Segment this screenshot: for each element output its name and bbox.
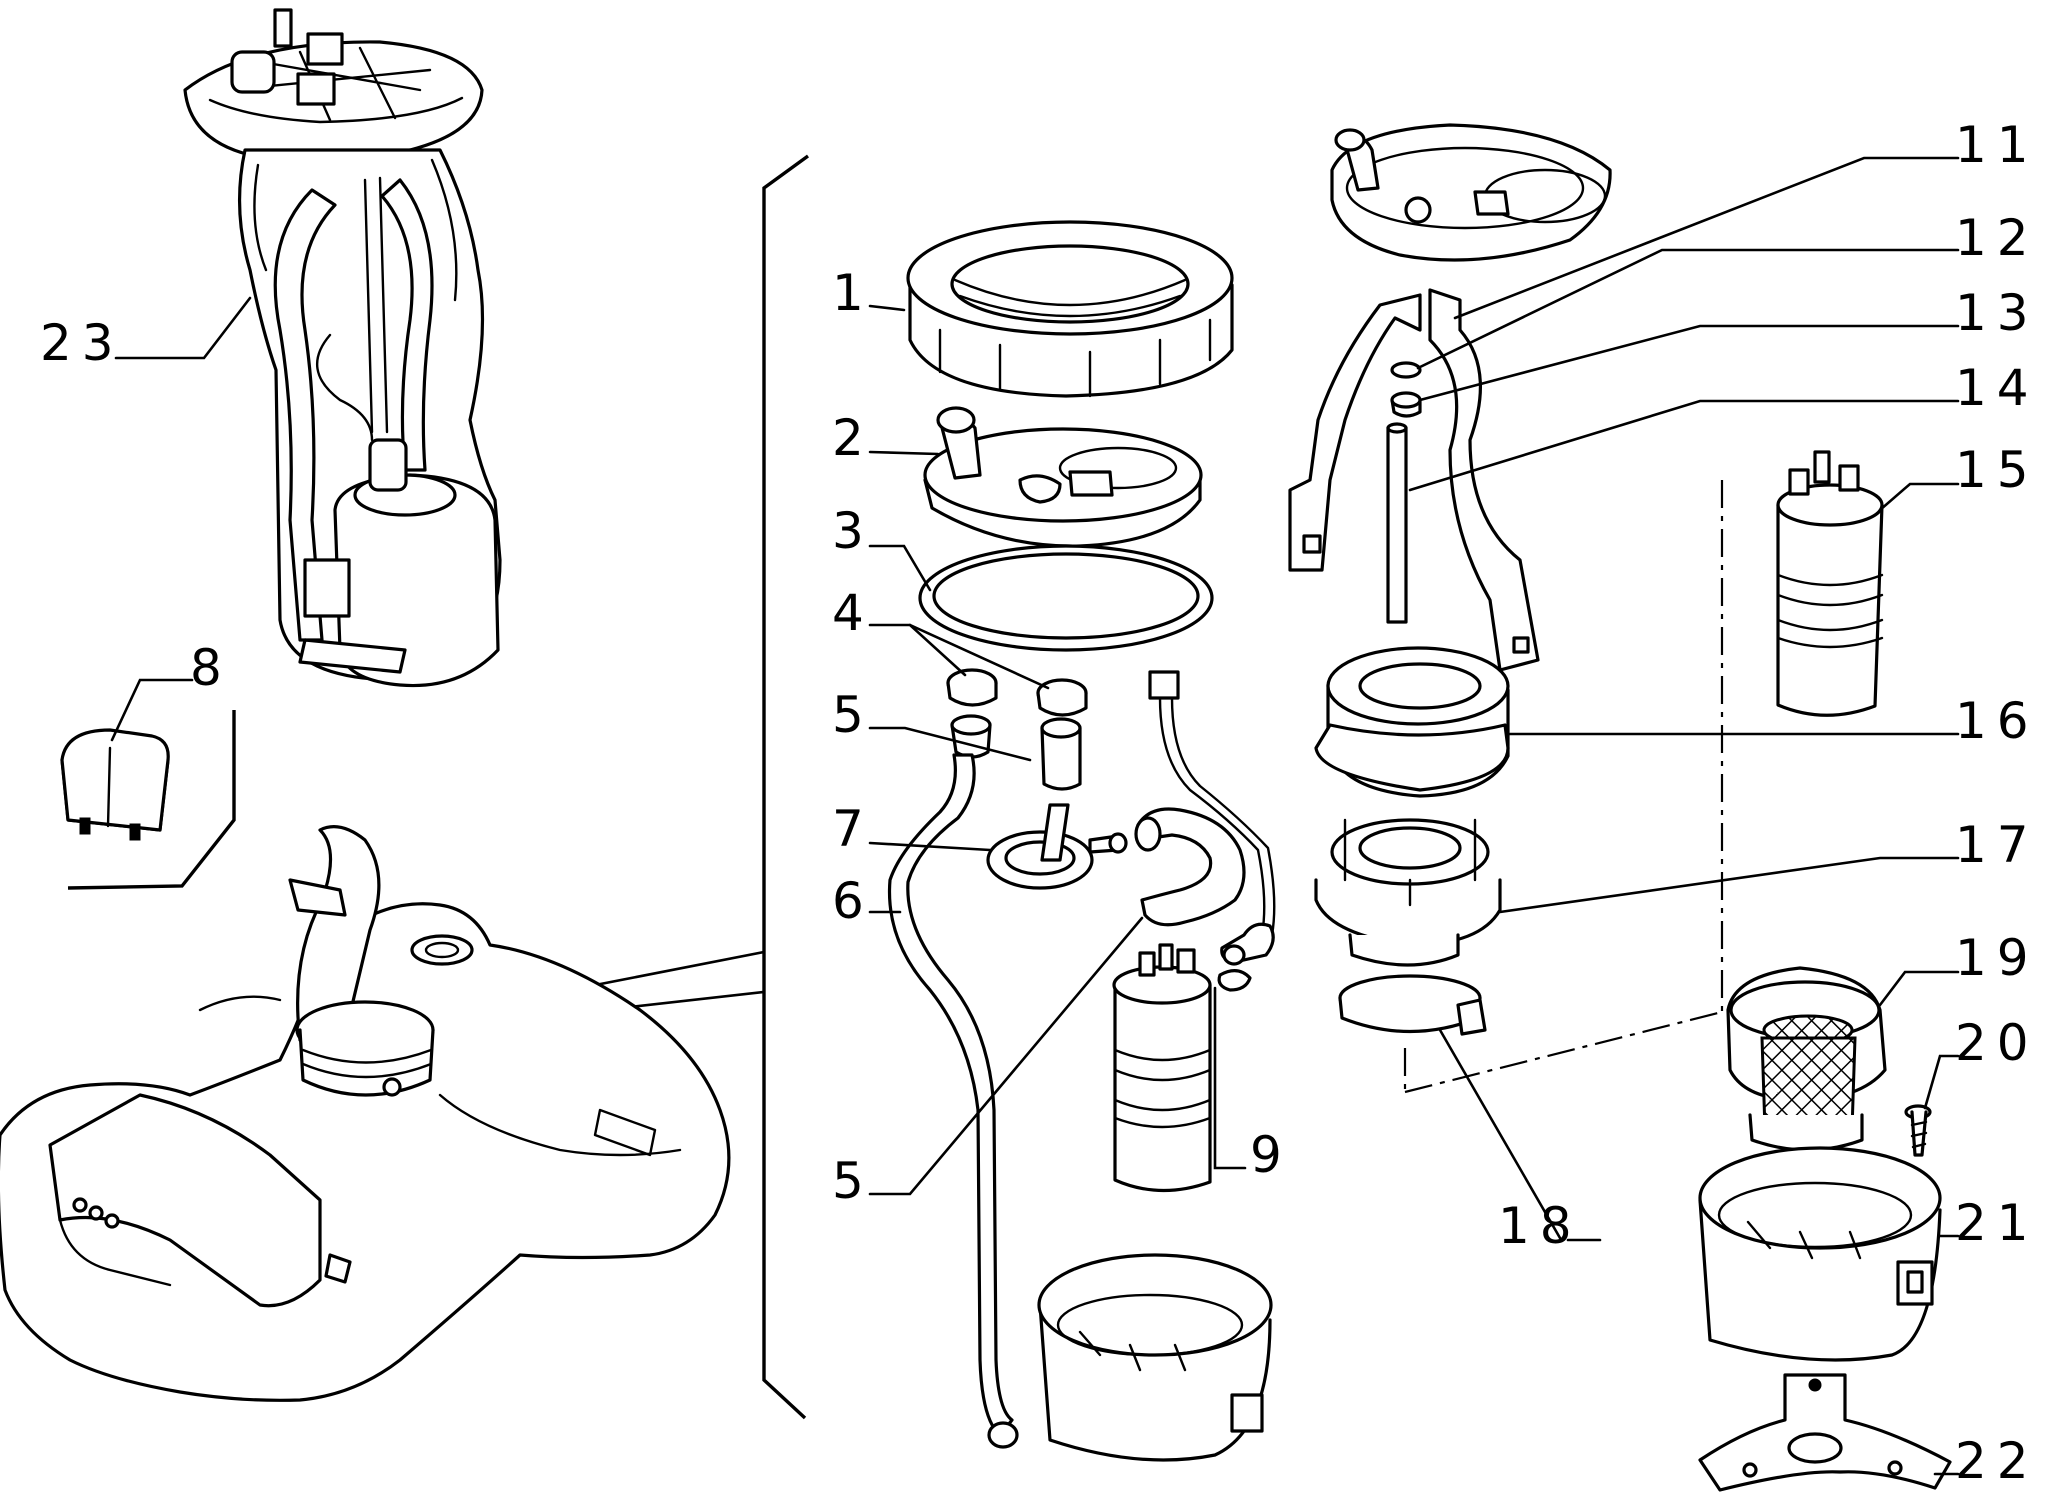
callout-label-18: 18 [1498,1197,1582,1255]
hose-clamp-18 [1338,974,1723,1094]
callout-1: 1 [832,264,906,322]
callout-17: 17 [1498,816,2039,914]
callout-label-13: 13 [1955,284,2039,342]
seal-3 [918,544,1214,652]
callouts-11-14: 11 12 13 14 [1408,116,2039,492]
callout-6: 6 [832,872,902,930]
curved-hose-5 [1134,807,1246,927]
coil-hose-7 [986,803,1128,890]
callout-label-8: 8 [190,639,232,697]
callout-label-2: 2 [832,409,874,467]
callout-8: 8 [110,639,232,742]
callout-label-23: 23 [40,314,124,372]
callout-23: 23 [40,296,252,372]
strainer-19 [1726,966,1887,1152]
callout-21: 21 [1938,1194,2039,1252]
pump-cup-center [1037,1253,1273,1462]
callout-label-4: 4 [832,584,874,642]
electric-pump-15 [1720,450,1884,1012]
callout-20: 20 [1923,1014,2039,1110]
callout-label-15: 15 [1955,441,2039,499]
callout-label-14: 14 [1955,359,2039,417]
callout-label-3: 3 [832,502,874,560]
hose-clamps-4 [946,668,1088,717]
fuel-tank [0,825,731,1402]
callout-7: 7 [832,800,992,858]
callout-4: 4 [832,584,1050,690]
callout-label-9: 9 [1250,1126,1292,1184]
callout-18: 18 [1438,1028,1602,1255]
callout-22: 22 [1933,1432,2039,1490]
flange-2 [923,406,1203,548]
nut-washer-12-13 [1390,361,1422,418]
callout-label-16: 16 [1955,692,2039,750]
pump-assembly-23 [183,8,502,688]
callout-5-lower: 5 [832,916,1144,1210]
callout-label-7: 7 [832,800,874,858]
module-flange-right [1330,123,1612,262]
callout-3: 3 [832,502,932,592]
callout-label-11: 11 [1955,116,2039,174]
callout-label-22: 22 [1955,1432,2039,1490]
filter-housing-16 [1314,646,1510,798]
screw-20 [1904,1104,1932,1157]
callout-label-5-upper: 5 [832,686,874,744]
callout-label-17: 17 [1955,816,2039,874]
bracket-11 [1288,288,1540,672]
callout-label-20: 20 [1955,1014,2039,1072]
callout-5-upper: 5 [832,686,1032,762]
callout-label-19: 19 [1955,929,2039,987]
fuel-hose-6 [887,753,1019,1449]
callout-label-21: 21 [1955,1194,2039,1252]
pump-holder-17 [1314,818,1502,967]
tube-14 [1386,422,1408,624]
callout-label-6: 6 [832,872,874,930]
ring-nut-1 [906,220,1234,398]
base-bracket-22 [1698,1373,1952,1492]
callout-15: 15 [1878,441,2039,512]
reservoir-cup-21 [1698,1146,1942,1362]
wire-harness-9 [1148,670,1276,992]
callout-9: 9 [1213,986,1292,1184]
relay-8 [60,728,170,841]
callout-label-12: 12 [1955,209,2039,267]
callout-2: 2 [832,409,940,467]
callout-label-1: 1 [832,264,874,322]
electric-pump-center [1112,943,1212,1193]
callout-16: 16 [1508,692,2039,750]
callout-label-5-lower: 5 [832,1152,874,1210]
callout-19: 19 [1878,929,2039,1007]
